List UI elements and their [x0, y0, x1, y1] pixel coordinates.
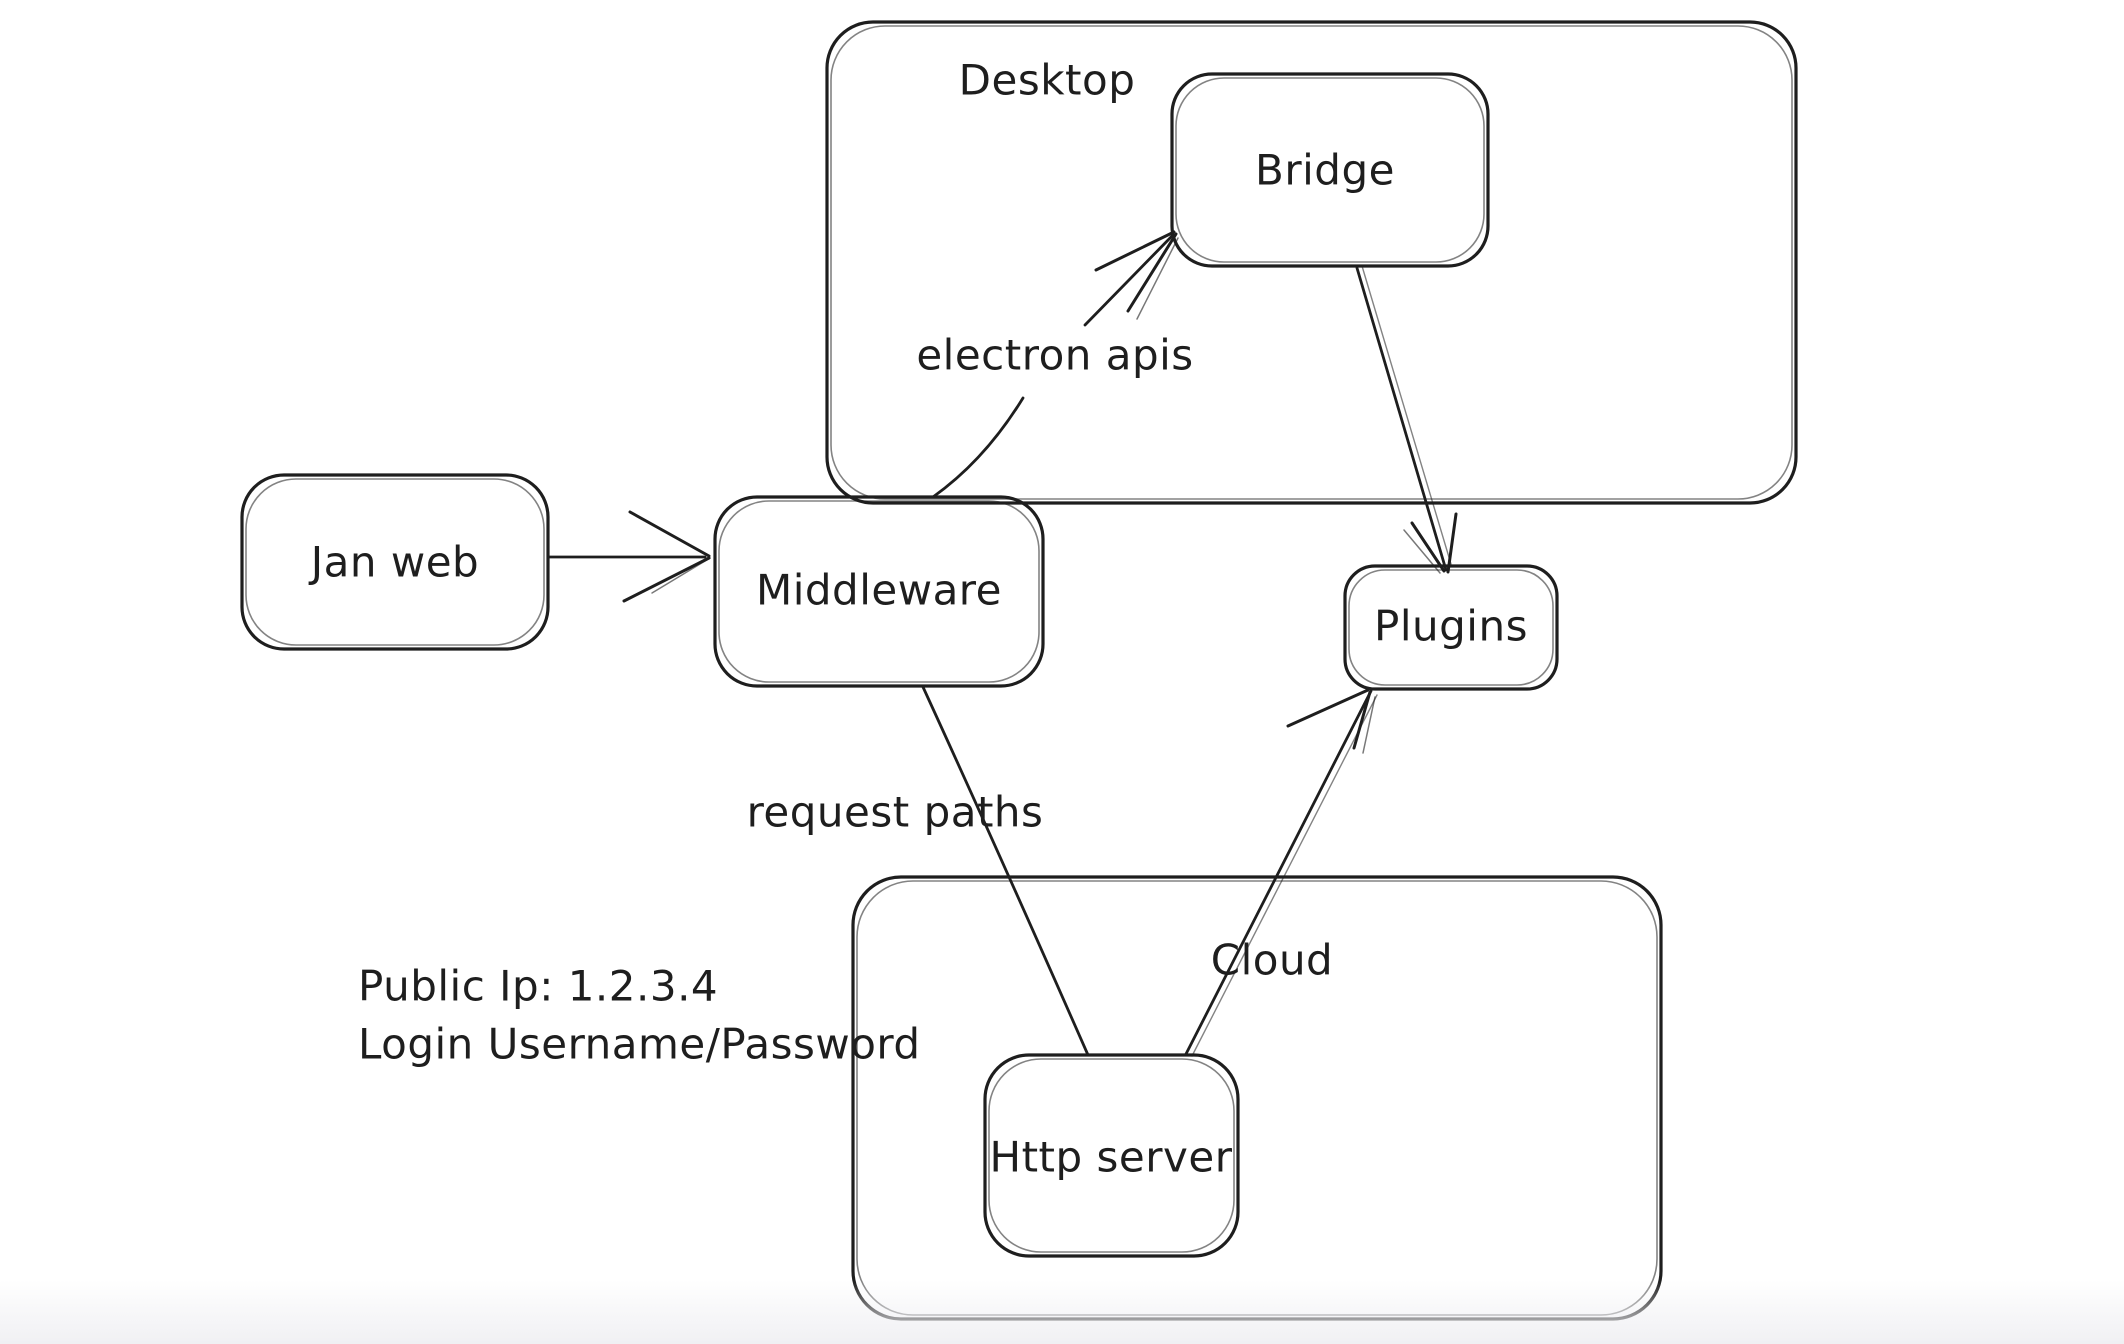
edge-label-electron-apis[interactable]: electron apis: [916, 331, 1193, 380]
bridge-box-sketch-overlay: [1175, 77, 1485, 263]
edge-middleware-to-bridge-arrowhead: [1126, 232, 1178, 313]
node-middleware[interactable]: Middleware: [713, 495, 1045, 688]
edge-label-request-paths[interactable]: request paths: [747, 788, 1044, 837]
http-server-box-sketch-overlay: [988, 1058, 1235, 1253]
edge-middleware-to-bridge[interactable]: electron apis: [916, 230, 1193, 499]
middleware-box[interactable]: [713, 495, 1045, 688]
http-server-label[interactable]: Http server: [990, 1133, 1233, 1182]
desktop-container-sketch-overlay: [830, 25, 1793, 500]
jan-web-box-sketch-overlay: [245, 478, 545, 646]
edge-middleware-to-bridge-arrowhead: [1136, 237, 1179, 320]
edge-jan-web-to-middleware-arrowhead: [651, 557, 711, 594]
edge-http-server-to-plugins-arrowhead: [1286, 688, 1370, 728]
edge-http-server-to-plugins-sketch-overlay: [1191, 694, 1378, 1057]
notes-text[interactable]: Public Ip: 1.2.3.4 Login Username/Passwo…: [358, 962, 921, 1069]
edge-middleware-to-bridge-line[interactable]: [1083, 234, 1174, 327]
edge-http-server-to-plugins[interactable]: [1184, 688, 1378, 1057]
edge-middleware-to-bridge-arrowhead: [1094, 230, 1176, 272]
container-desktop[interactable]: Desktop: [825, 20, 1798, 505]
edge-bridge-to-plugins-arrowhead: [1410, 521, 1446, 573]
plugins-box-sketch-overlay: [1348, 569, 1554, 686]
edge-bridge-to-plugins-sketch-overlay: [1361, 265, 1452, 565]
middleware-label[interactable]: Middleware: [756, 566, 1002, 615]
edge-bridge-to-plugins[interactable]: [1355, 265, 1458, 574]
container-cloud[interactable]: Cloud: [851, 875, 1663, 1321]
edge-http-server-to-plugins-arrowhead: [1352, 690, 1372, 750]
jan-web-label[interactable]: Jan web: [308, 538, 479, 587]
edge-jan-web-to-middleware[interactable]: [547, 510, 711, 603]
node-plugins[interactable]: Plugins: [1343, 564, 1559, 691]
cloud-container-label[interactable]: Cloud: [1211, 936, 1333, 985]
node-http-server[interactable]: Http server: [983, 1053, 1240, 1258]
plugins-label[interactable]: Plugins: [1374, 602, 1528, 651]
http-server-box[interactable]: [983, 1053, 1240, 1258]
desktop-container-outline[interactable]: [825, 20, 1798, 505]
node-bridge[interactable]: Bridge: [1170, 72, 1490, 268]
edge-jan-web-to-middleware-arrowhead: [628, 510, 711, 558]
edge-http-server-to-plugins-arrowhead: [1362, 696, 1376, 754]
edge-middleware-to-bridge-line[interactable]: [931, 396, 1025, 499]
note-login-credentials[interactable]: Login Username/Password: [358, 1020, 921, 1069]
bridge-box[interactable]: [1170, 72, 1490, 268]
edge-bridge-to-plugins-line[interactable]: [1355, 266, 1448, 572]
plugins-box[interactable]: [1343, 564, 1559, 691]
edge-bridge-to-plugins-arrowhead: [1446, 512, 1458, 574]
jan-web-box[interactable]: [240, 473, 550, 651]
bridge-label[interactable]: Bridge: [1255, 146, 1395, 195]
edge-middleware-to-http-server-line[interactable]: [921, 685, 1090, 1057]
edge-jan-web-to-middleware-arrowhead: [622, 556, 711, 603]
middleware-box-sketch-overlay: [718, 500, 1040, 683]
node-jan-web[interactable]: Jan web: [240, 473, 550, 651]
edge-middleware-to-http-server[interactable]: request paths: [747, 685, 1090, 1057]
desktop-container-label[interactable]: Desktop: [959, 56, 1136, 105]
edge-http-server-to-plugins-line[interactable]: [1184, 689, 1373, 1056]
note-public-ip[interactable]: Public Ip: 1.2.3.4: [358, 962, 718, 1011]
